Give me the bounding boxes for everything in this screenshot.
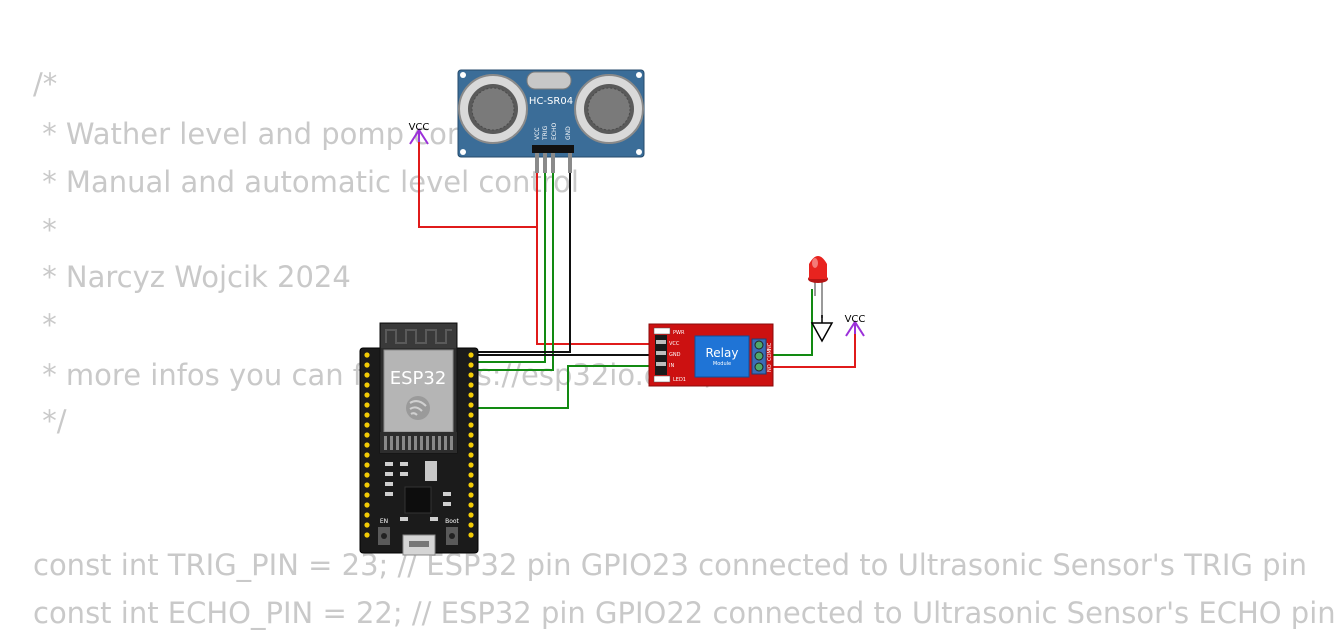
relay-title: Relay [706,346,739,360]
wire-relay-vcc2[interactable] [768,333,856,368]
wire-relay-in[interactable] [472,365,660,409]
espressif-logo-icon [406,396,430,420]
vcc-arrow-icon: VCC [845,314,866,337]
sensor-pin-label: GND [565,126,572,140]
relay-pin-label: IN [669,363,674,369]
relay-output-label: COM [767,349,773,361]
ultrasonic-sensor[interactable]: HC-SR04 VCC TRIG ECHO GND [457,69,645,173]
code-line: /* [33,67,58,101]
relay-pin-label: GND [669,352,681,358]
code-line: * [33,308,57,342]
vcc-label: VCC [409,122,430,133]
relay-pin-label: PWR [673,330,685,336]
ground-icon [810,315,834,343]
relay-output-label: NC [767,342,773,350]
wire-relay-led[interactable] [768,289,813,356]
relay-module[interactable]: PWR VCC GND IN LED1 Relay Module NC COM … [648,323,774,387]
esp32-pin-header-left [364,352,370,538]
en-label: EN [380,518,388,525]
sensor-header [532,145,574,173]
esp32-board[interactable]: ESP32 [359,322,479,556]
code-line: const int ECHO_PIN = 22; // ESP32 pin GP… [33,596,1336,630]
code-line: */ [33,404,67,438]
sensor-pin-label: TRIG [542,125,549,141]
sensor-pin-label: ECHO [551,123,558,140]
transducer-right-icon [574,74,644,144]
boot-button[interactable] [446,527,458,545]
relay-pin-label: LED1 [673,377,686,383]
transducer-left-icon [458,74,528,144]
wifi-antenna-icon [381,324,456,348]
code-line: * Manual and automatic level control [33,165,579,199]
wires [418,142,856,409]
wire-relay-vcc[interactable] [536,172,660,345]
code-line: * Narcyz Wojcik 2024 [33,260,351,294]
code-line: const int TRIG_PIN = 23; // ESP32 pin GP… [33,548,1308,582]
esp32-label: ESP32 [390,368,447,389]
relay-pin-label: VCC [669,341,680,347]
wire-trig[interactable] [472,172,546,363]
esp32-pin-header-right [468,352,474,538]
code-background: /* * Wather level and pomp control ESP32… [33,67,1336,628]
relay-subtitle: Module [713,361,731,367]
en-button[interactable] [378,527,390,545]
usb-port-icon [402,534,436,556]
sensor-pin-label: VCC [534,128,541,140]
code-line: * [33,213,57,247]
relay-output-label: NO [767,364,773,372]
wire-sensor-gnd[interactable] [472,172,571,353]
wire-echo[interactable] [472,172,554,371]
circuit-diagram: HC-SR04 VCC TRIG ECHO GND VCC [359,69,866,556]
boot-label: Boot [445,518,459,525]
vcc-arrow-icon: VCC [409,122,430,145]
sensor-label: HC-SR04 [529,96,573,107]
vcc-label: VCC [845,314,866,325]
led-icon[interactable] [808,256,828,318]
